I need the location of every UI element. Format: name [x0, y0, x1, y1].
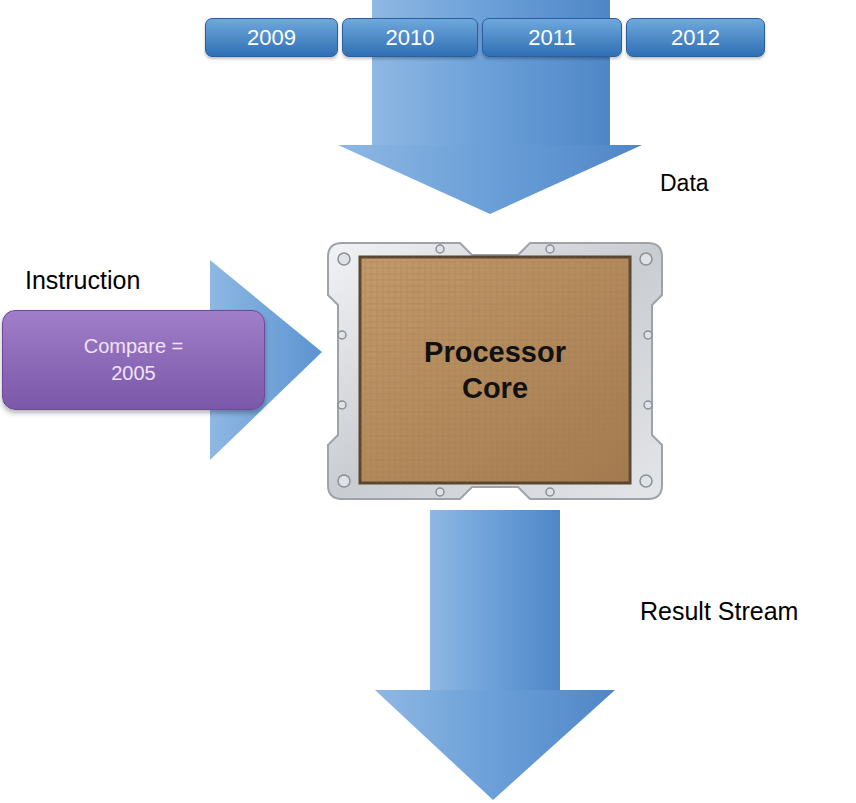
node-text: Compare = 2005: [79, 333, 189, 387]
arrow-label: Instruction: [25, 266, 140, 295]
node-text: 2012: [671, 25, 720, 51]
year-box: 2011: [482, 18, 622, 57]
year-box: 2009: [205, 18, 338, 57]
processor-core: Processor Core: [320, 235, 670, 505]
node-text: 2010: [386, 25, 435, 51]
year-box: 2012: [626, 18, 765, 57]
processor-chip: [328, 243, 662, 499]
instruction-box: Compare = 2005: [2, 310, 265, 410]
data-arrow: [338, 0, 642, 214]
result-arrow: [375, 510, 615, 800]
year-box: 2010: [342, 18, 478, 57]
node-text: 2011: [528, 25, 575, 51]
arrow-label: Data: [660, 170, 709, 197]
arrow-label: Result Stream: [640, 597, 798, 626]
node-text: Processor Core: [410, 334, 580, 407]
node-text: 2009: [247, 25, 296, 51]
